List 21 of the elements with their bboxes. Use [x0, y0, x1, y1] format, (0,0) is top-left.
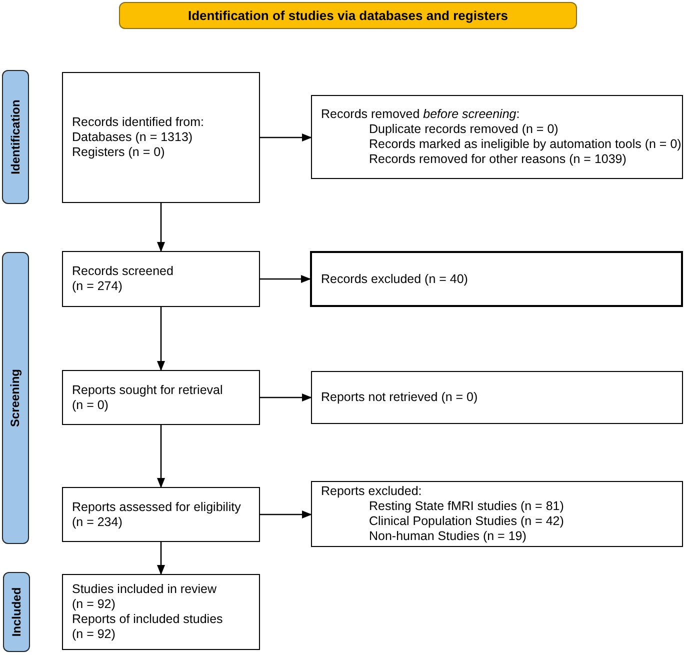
process-box: Reports not retrieved (n = 0)	[311, 371, 683, 424]
arrow	[260, 275, 311, 283]
phase-bar: Screening	[2, 252, 29, 544]
phase-bar: Identification	[2, 70, 29, 204]
arrow	[157, 542, 165, 575]
phase-bar: Included	[3, 572, 30, 652]
process-box: Reports excluded: Resting State fMRI studies (n = 81) Clinical Population Studies (n = 42) Non-human Studies (n = 19)	[311, 481, 683, 547]
arrow	[260, 134, 312, 142]
process-box: Records identified from: Databases (n = 1313) Registers (n = 0)	[62, 72, 260, 203]
process-box: Records removed before screening: Duplicate records removed (n = 0) Records marked as ineligible by automation tools (n = 0) Records removed for other reasons (n = 1039)	[311, 95, 683, 179]
process-box: Reports sought for retrieval (n = 0)	[62, 370, 260, 425]
header-banner: Identification of studies via databases and registers	[119, 2, 577, 29]
arrow	[260, 510, 312, 518]
process-box: Records excluded (n = 40)	[310, 251, 683, 307]
arrow	[260, 394, 312, 402]
arrow	[157, 307, 165, 371]
arrow	[157, 203, 165, 252]
process-box: Records screened (n = 274)	[62, 251, 260, 307]
arrow	[157, 425, 165, 488]
process-box: Reports assessed for eligibility (n = 234)	[62, 487, 260, 542]
process-box: Studies included in review (n = 92) Reports of included studies (n = 92)	[62, 574, 260, 650]
